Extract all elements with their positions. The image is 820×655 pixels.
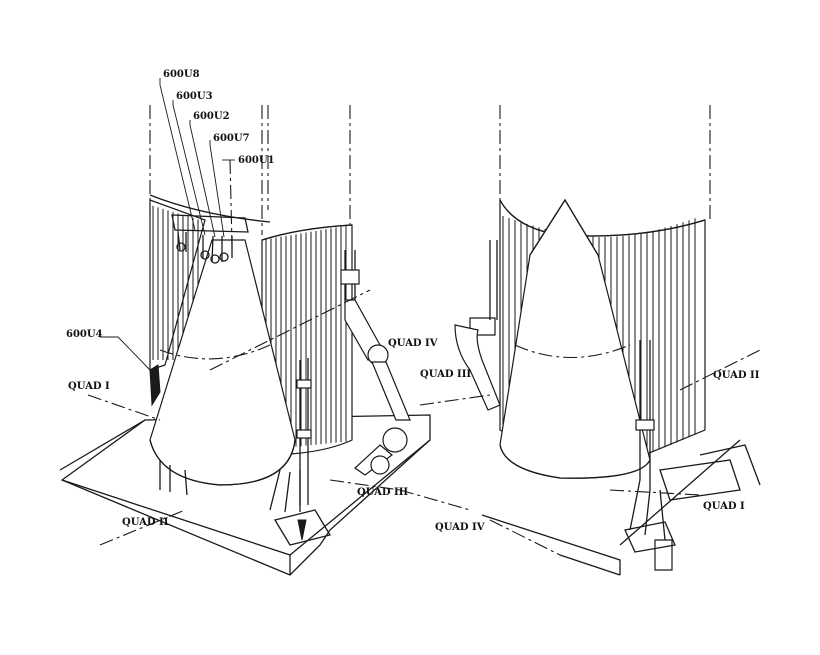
- right-centerline-quad-iv: [489, 519, 561, 556]
- left-label-quad-i: QUAD I: [68, 381, 110, 392]
- right-assembly: [419, 105, 761, 576]
- right-label-quad-iv: QUAD IV: [435, 522, 485, 533]
- right-label-quad-i: QUAD I: [703, 501, 745, 512]
- left-centerline-quad-i: [87, 394, 161, 421]
- label-600u8: 600U8: [163, 69, 200, 80]
- right-centerline-quad-ii: [679, 349, 761, 391]
- left-vertical-centerline: [229, 159, 233, 246]
- right-piping: [454, 240, 761, 571]
- u4-clamp-icon: [149, 364, 161, 407]
- left-centerline-extension: [399, 489, 471, 511]
- right-centerline-quad-i: [609, 489, 701, 496]
- right-centerline-quad-iii: [419, 394, 491, 406]
- left-centerline-quad-iv: [209, 289, 371, 371]
- right-label-quad-ii: QUAD II: [713, 370, 760, 381]
- right-label-quad-iii: QUAD III: [420, 369, 471, 380]
- left-nozzle-cone: [149, 239, 296, 496]
- right-nozzle-cone: [499, 198, 651, 479]
- right-mount-plate: [624, 521, 676, 553]
- left-piping: [269, 250, 411, 513]
- label-600u1: 600U1: [238, 155, 275, 166]
- label-600u3: 600U3: [176, 91, 213, 102]
- label-600u2: 600U2: [193, 111, 230, 122]
- left-assembly: [59, 78, 471, 576]
- left-label-quad-ii: QUAD II: [122, 517, 169, 528]
- label-600u7: 600U7: [213, 133, 250, 144]
- labels: 600U8 600U3 600U2 600U7 600U1 600U4 QUAD…: [66, 69, 760, 533]
- left-mount-plate: [273, 509, 332, 546]
- left-centerline-quad-ii: [99, 509, 186, 546]
- left-label-quad-iii: QUAD III: [357, 487, 408, 498]
- left-label-quad-iv: QUAD IV: [388, 338, 438, 349]
- callout-leaders: [100, 78, 235, 373]
- left-centerline-quad-iii: [329, 479, 401, 491]
- label-600u4: 600U4: [66, 329, 103, 340]
